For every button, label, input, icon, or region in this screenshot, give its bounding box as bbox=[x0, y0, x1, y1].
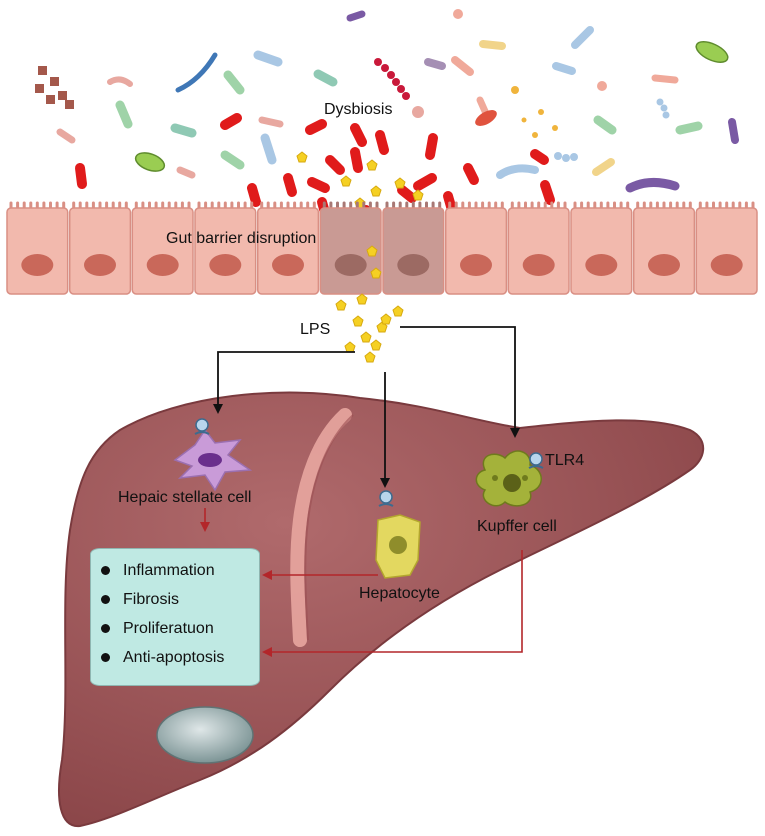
label-lps: LPS bbox=[300, 321, 330, 338]
epithelial-cell bbox=[444, 207, 508, 295]
bullet-icon bbox=[101, 595, 110, 604]
effect-label: Anti-apoptosis bbox=[123, 649, 225, 666]
label-kupffer-cell: Kupffer cell bbox=[477, 518, 557, 535]
epithelial-cell bbox=[68, 207, 132, 295]
epithelial-cell-disrupted bbox=[319, 207, 382, 295]
microvilli bbox=[134, 201, 191, 211]
epithelial-cell bbox=[256, 207, 320, 295]
epithelial-cell bbox=[695, 207, 758, 295]
epithelial-cell bbox=[131, 207, 194, 295]
microvilli bbox=[573, 201, 630, 211]
label-hepatocyte: Hepatocyte bbox=[359, 585, 440, 602]
falciform-ligament bbox=[290, 408, 352, 647]
arrow-lps-to-kupffer bbox=[400, 326, 520, 438]
commensal-bacteria bbox=[56, 10, 739, 193]
label-stellate-cell: Hepaic stellate cell bbox=[118, 489, 251, 506]
effects-list: Inflammation Fibrosis Proliferatuon Anti… bbox=[99, 559, 259, 675]
label-dysbiosis: Dysbiosis bbox=[324, 101, 392, 118]
microvilli bbox=[385, 201, 442, 211]
kupffer-cell bbox=[475, 450, 542, 507]
microvilli bbox=[698, 201, 755, 211]
epithelial-cell bbox=[570, 207, 633, 295]
effect-label: Inflammation bbox=[123, 562, 215, 579]
tlr4-receptor-kupffer bbox=[528, 452, 544, 469]
tlr4-receptor-hepatocyte bbox=[378, 490, 394, 507]
effect-arrows bbox=[200, 508, 523, 657]
label-tlr4: TLR4 bbox=[545, 452, 584, 469]
effect-label: Fibrosis bbox=[123, 591, 180, 608]
microvilli bbox=[322, 201, 379, 211]
cell-nucleus bbox=[522, 254, 555, 276]
epithelial-cell bbox=[6, 207, 69, 295]
effect-item: Proliferatuon bbox=[99, 617, 259, 646]
effect-item: Inflammation bbox=[99, 559, 259, 588]
lps-molecules-crossing bbox=[335, 245, 404, 363]
large-bacteria bbox=[134, 9, 729, 172]
epithelial-cell bbox=[632, 207, 696, 295]
hepatocyte-cell bbox=[375, 514, 421, 579]
liver bbox=[58, 391, 705, 828]
microvilli bbox=[510, 201, 567, 211]
microvilli bbox=[636, 201, 692, 211]
arrow-lps-to-stellate bbox=[213, 351, 355, 414]
cell-nucleus bbox=[334, 254, 367, 276]
bullet-icon bbox=[101, 624, 110, 633]
chain-bacteria bbox=[374, 58, 670, 162]
effects-box: Inflammation Fibrosis Proliferatuon Anti… bbox=[90, 548, 260, 686]
epithelial-cell bbox=[194, 207, 257, 295]
cell-nucleus bbox=[710, 254, 743, 276]
microvilli bbox=[448, 201, 504, 211]
cell-nucleus bbox=[397, 254, 430, 276]
cell-nucleus bbox=[648, 254, 680, 276]
gallbladder bbox=[156, 706, 254, 764]
cell-nucleus bbox=[84, 254, 116, 276]
microvilli bbox=[72, 201, 128, 211]
cell-nucleus bbox=[272, 254, 304, 276]
effect-item: Anti-apoptosis bbox=[99, 646, 259, 675]
cell-nucleus bbox=[21, 254, 54, 276]
cell-nucleus bbox=[585, 254, 618, 276]
gut-epithelium bbox=[6, 201, 758, 295]
cell-nucleus bbox=[460, 254, 492, 276]
label-gut-barrier: Gut barrier disruption bbox=[166, 230, 316, 247]
effect-item: Fibrosis bbox=[99, 588, 259, 617]
epithelial-cell bbox=[507, 207, 570, 295]
cell-nucleus bbox=[209, 254, 242, 276]
bullet-icon bbox=[101, 566, 110, 575]
cell-nucleus bbox=[146, 254, 179, 276]
epithelial-cell-disrupted bbox=[382, 207, 445, 295]
bullet-icon bbox=[101, 653, 110, 662]
brown-particles bbox=[35, 66, 74, 109]
effect-label: Proliferatuon bbox=[123, 620, 214, 637]
microvilli bbox=[197, 201, 254, 211]
microvilli bbox=[260, 201, 316, 211]
lps-signal-arrows bbox=[213, 326, 520, 488]
tlr4-receptor-stellate bbox=[194, 418, 210, 435]
microvilli bbox=[9, 201, 66, 211]
arrow-kupffer-to-effects bbox=[262, 550, 523, 657]
